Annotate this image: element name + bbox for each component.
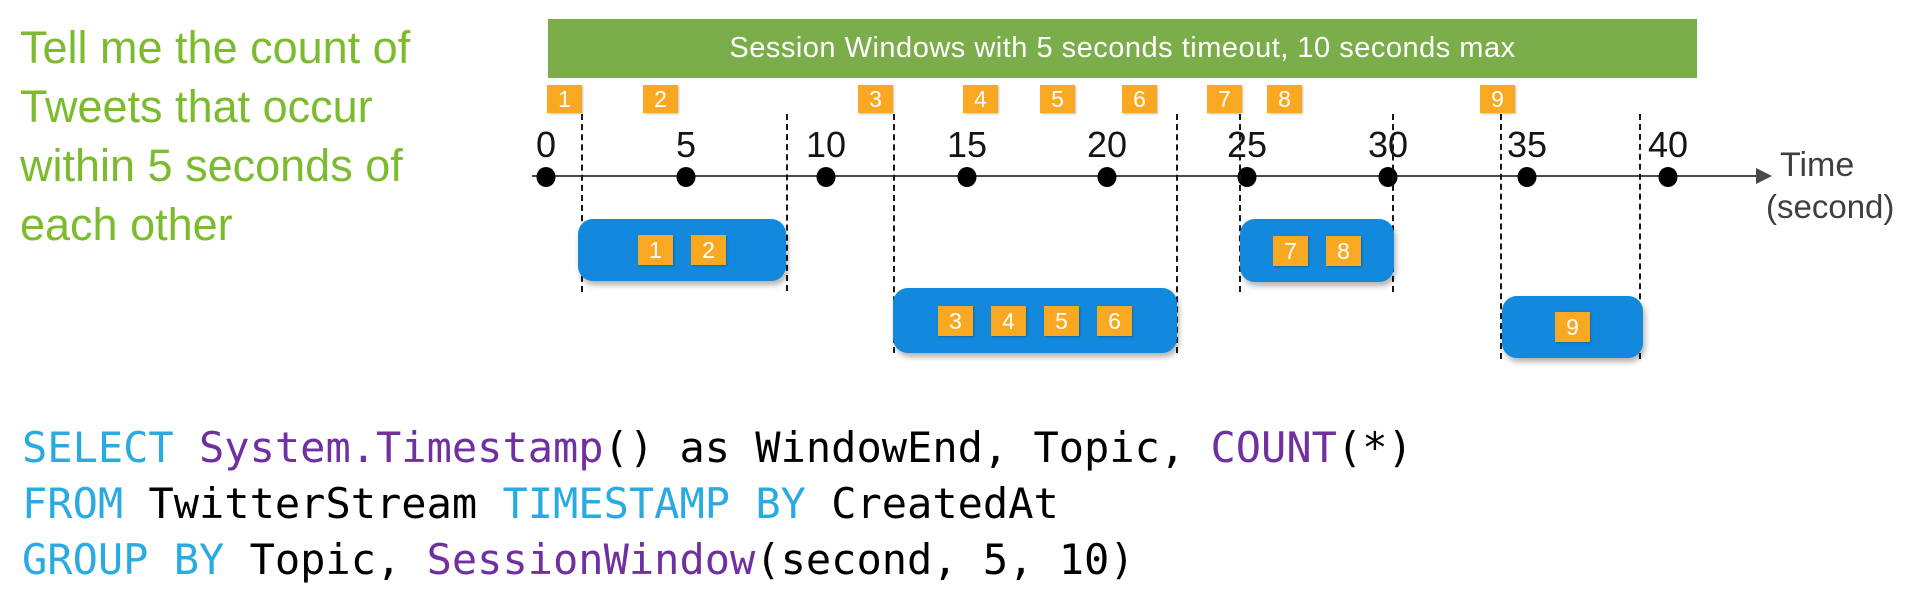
- tick-dot: [1658, 167, 1678, 187]
- session-event-8: 8: [1326, 235, 1361, 266]
- event-marker-5: 5: [1040, 85, 1075, 113]
- tick-dot: [1517, 167, 1537, 187]
- session-window-3: 7 8: [1240, 219, 1394, 282]
- sql-query: SELECT System.Timestamp() as WindowEnd, …: [22, 420, 1413, 588]
- event-marker-6: 6: [1122, 85, 1157, 113]
- sql-line-select: SELECT System.Timestamp() as WindowEnd, …: [22, 423, 1413, 472]
- banner-label: Session Windows with 5 seconds timeout, …: [729, 32, 1516, 64]
- tick-dot: [536, 167, 556, 187]
- session-event-7: 7: [1273, 235, 1308, 266]
- session-window-banner: Session Windows with 5 seconds timeout, …: [548, 19, 1697, 78]
- session-window-1: 1 2: [578, 219, 786, 281]
- session-boundary-line: [1392, 114, 1394, 292]
- session-boundary-line: [1639, 114, 1641, 359]
- tick-dot: [676, 167, 696, 187]
- event-marker-1: 1: [547, 85, 582, 113]
- sql-line-from: FROM TwitterStream TIMESTAMP BY CreatedA…: [22, 479, 1059, 528]
- session-event-5: 5: [1044, 305, 1079, 336]
- session-boundary-line: [581, 114, 583, 292]
- time-axis-arrowhead-icon: [1756, 168, 1772, 184]
- tick-dot: [1237, 167, 1257, 187]
- session-boundary-line: [1500, 114, 1502, 359]
- event-marker-7: 7: [1207, 85, 1242, 113]
- event-marker-8: 8: [1267, 85, 1302, 113]
- event-marker-3: 3: [858, 85, 893, 113]
- session-event-4: 4: [991, 305, 1026, 336]
- session-boundary-line: [1176, 114, 1178, 353]
- session-boundary-line: [1239, 114, 1241, 292]
- session-event-2: 2: [691, 235, 726, 265]
- session-event-6: 6: [1097, 305, 1132, 336]
- event-marker-2: 2: [643, 85, 678, 113]
- time-axis-unit: (second): [1766, 188, 1895, 225]
- event-marker-9: 9: [1480, 85, 1515, 113]
- tick-dot: [1378, 167, 1398, 187]
- session-boundary-line: [893, 114, 895, 353]
- session-event-3: 3: [938, 305, 973, 336]
- session-window-4: 9: [1502, 296, 1643, 358]
- session-window-2: 3 4 5 6: [893, 288, 1177, 353]
- time-axis-line: [532, 175, 1760, 177]
- headline-text: Tell me the count of Tweets that occur w…: [20, 22, 411, 250]
- tick-dot: [1097, 167, 1117, 187]
- sql-line-groupby: GROUP BY Topic, SessionWindow(second, 5,…: [22, 535, 1135, 584]
- session-event-9: 9: [1555, 312, 1590, 342]
- session-boundary-line: [786, 114, 788, 291]
- tick-dot: [816, 167, 836, 187]
- tick-dot: [957, 167, 977, 187]
- event-marker-4: 4: [963, 85, 998, 113]
- time-axis-label: Time: [1780, 146, 1855, 184]
- session-event-1: 1: [638, 235, 673, 265]
